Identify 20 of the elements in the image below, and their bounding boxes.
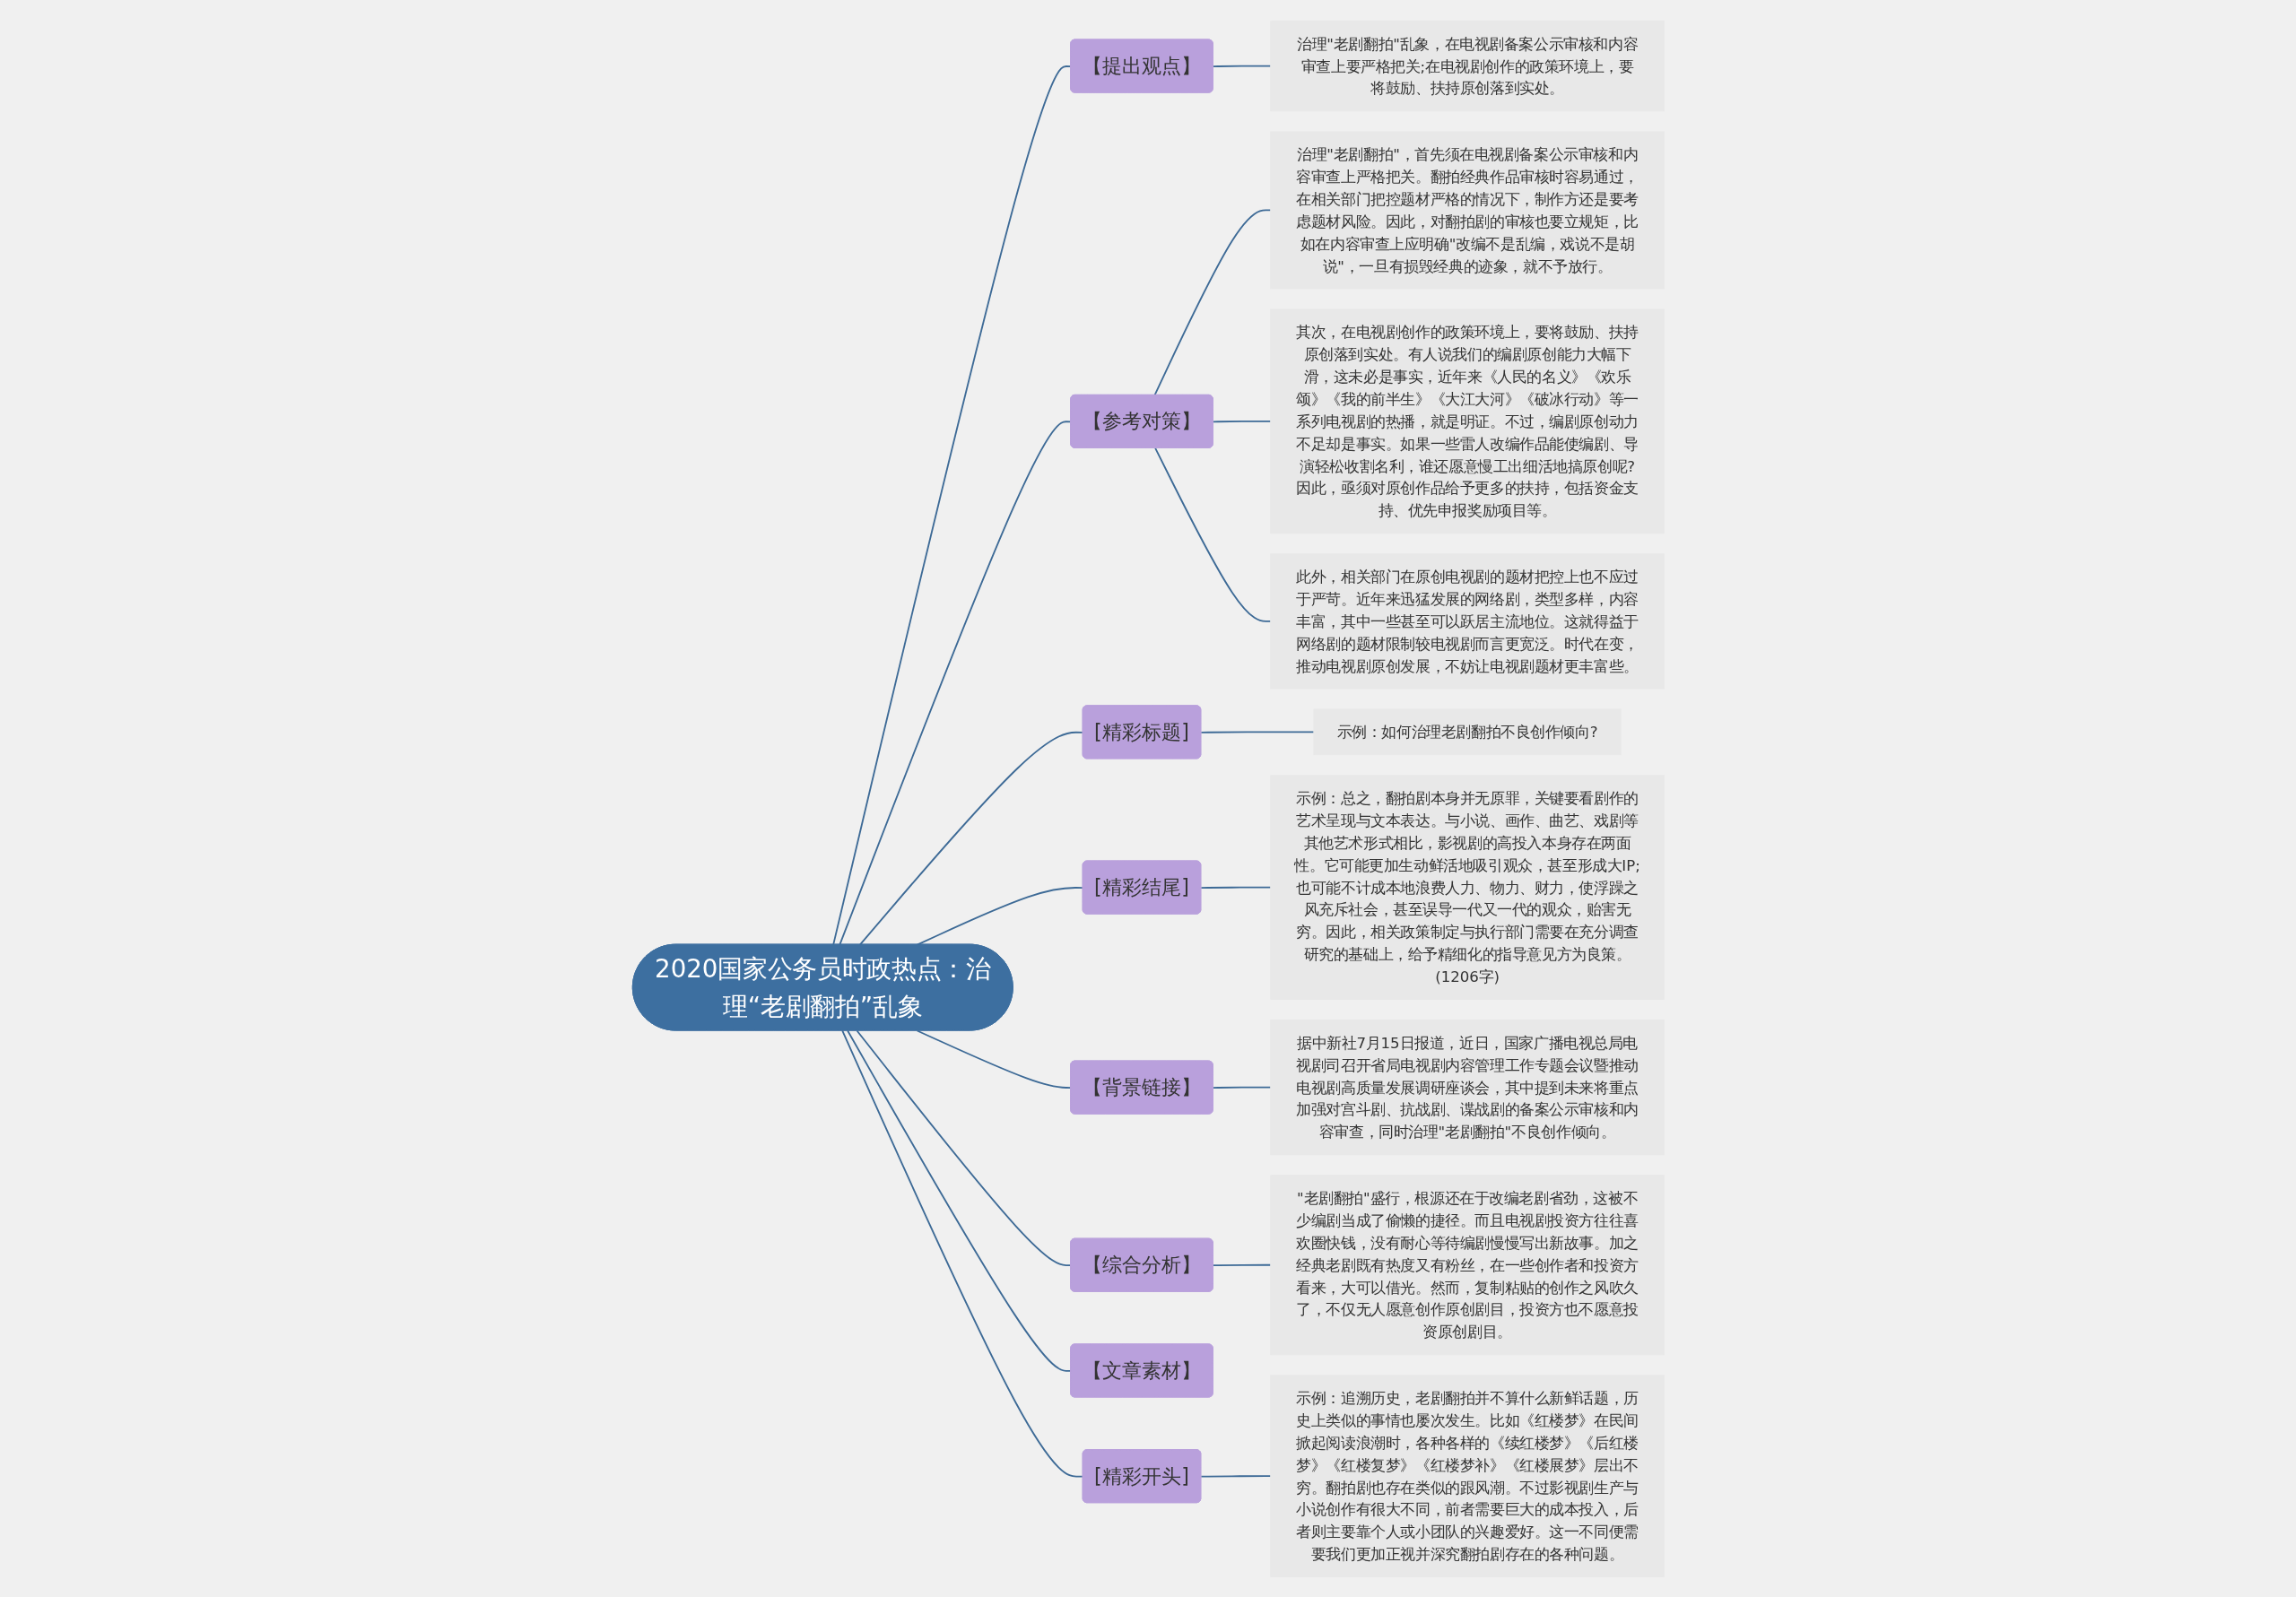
node-box: [1269, 20, 1665, 111]
connector: [916, 1029, 1072, 1089]
connector: [1199, 1474, 1272, 1478]
connector: [1212, 1086, 1272, 1089]
node-box: [1313, 708, 1622, 755]
node-box: [1269, 308, 1665, 534]
connector: [1212, 65, 1272, 67]
connector: [1199, 886, 1272, 889]
connector: [846, 1029, 1072, 1372]
node-box: [1269, 552, 1665, 689]
connector: [1212, 420, 1272, 422]
connector: [1199, 730, 1315, 733]
node-box: [1269, 130, 1665, 289]
node-box: [1269, 1174, 1665, 1355]
node-box: [1269, 774, 1665, 1000]
node-box: [1269, 1374, 1665, 1577]
connector: [856, 1029, 1072, 1266]
connector: [1212, 1263, 1272, 1266]
node-box: [1269, 1019, 1665, 1155]
connector: [1153, 447, 1272, 622]
